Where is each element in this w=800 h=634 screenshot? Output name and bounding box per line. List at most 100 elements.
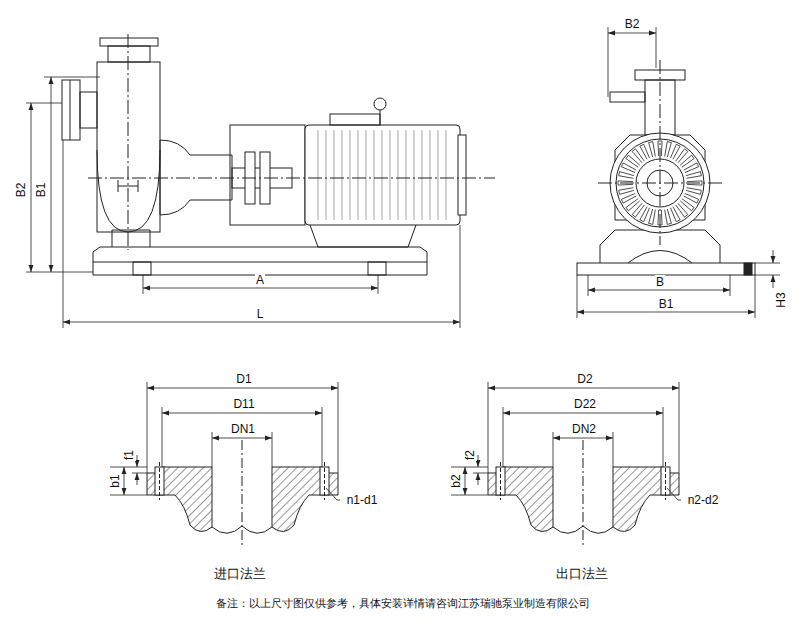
dimension-label: H3 [774,291,788,308]
dimension-line [773,250,774,263]
dimension-line [124,467,125,495]
dimension-line [162,413,322,414]
base-foot [133,262,151,275]
motor-fin [414,130,415,220]
motor-fin [350,130,351,220]
motor-fin [358,130,359,220]
cooling-fin [621,193,636,203]
dimension-label: D22 [573,397,597,411]
dimension-line [162,407,163,467]
dimension-line [608,27,609,97]
dimension-label: B2 [624,17,641,31]
flange-section [110,382,340,545]
base-foot [368,262,386,275]
dimension-line [755,275,756,318]
motor-fin [342,130,343,220]
cooling-fin [686,172,701,179]
dimension-label: A [255,273,265,287]
dimension-label: B2 [14,182,28,199]
motor-fin [390,130,391,220]
dimension-line [110,495,147,496]
dimension-line [63,140,64,328]
flange-axis [242,440,243,545]
inlet-flange [62,80,80,140]
dimension-label: DN2 [571,422,597,436]
outlet-pipe [108,46,150,62]
dimension-line [143,288,378,289]
shim [744,263,752,275]
cooling-fin [670,207,680,222]
dimension-line [44,77,100,78]
cooling-fin [619,172,634,179]
dimension-line [26,77,460,328]
motor-fin [334,130,335,220]
base-plate [577,263,755,275]
coupling-guard [230,125,305,225]
cooling-fin [632,203,644,217]
dimension-line [110,467,147,468]
flange-section [451,382,681,545]
centre-line [128,34,129,250]
motor-fin [318,130,319,220]
flange-hatch [272,467,338,532]
dimension-line [577,27,780,318]
dimension-label: n1-d1 [346,493,379,507]
motor-fin [374,130,375,220]
eye-bolt [374,98,386,110]
dimension-label: B [655,275,665,289]
dimension-label: f2 [463,449,477,461]
dimension-line [588,275,589,296]
dimension-line [51,77,52,272]
dimension-line [212,432,213,467]
motor-fin [398,130,399,220]
cooling-fin [686,188,701,195]
inlet-pipe [80,92,97,128]
dimension-line [272,432,273,467]
dimension-label: D2 [576,372,593,386]
base-plate [93,247,427,275]
bolt-axis [324,462,325,500]
eye-bolt-stem [380,110,381,125]
dimension-line [132,473,147,474]
bolt-axis [159,462,160,500]
dimension-label: DN1 [230,422,256,436]
centre-line [660,60,661,245]
dimension-line [773,275,774,288]
dimension-line [378,275,379,294]
motor-end-cap [458,135,466,215]
motor-foot [310,225,416,247]
side-view [62,34,495,275]
motor-fin [438,130,439,220]
dimension-line [147,388,338,389]
dimension-line [588,290,730,291]
outlet-flange [100,38,158,46]
end-view [577,60,755,275]
cooling-fin [665,142,672,157]
cooling-fin [640,144,650,159]
dimension-line [338,382,339,473]
motor-fin [326,130,327,220]
motor-fin [406,130,407,220]
dimension-line [137,473,138,485]
dimension-line [326,488,340,500]
cooling-fin [649,142,656,157]
dimension-line [730,275,731,296]
inlet-flange-line [70,80,71,140]
cooling-fin [649,209,656,224]
dimension-line [137,455,138,467]
cooling-fin [619,188,634,195]
dimension-line [63,322,460,323]
dimension-label: B1 [658,297,675,311]
dimension-line [460,225,461,328]
cooling-fin [676,149,688,163]
dimension-line [608,33,656,34]
dimension-line [212,438,272,439]
cooling-fin [665,209,672,224]
cooling-fin [626,155,640,167]
motor-fin [446,130,447,220]
dimension-line [755,275,780,276]
dimension-line [147,382,148,473]
